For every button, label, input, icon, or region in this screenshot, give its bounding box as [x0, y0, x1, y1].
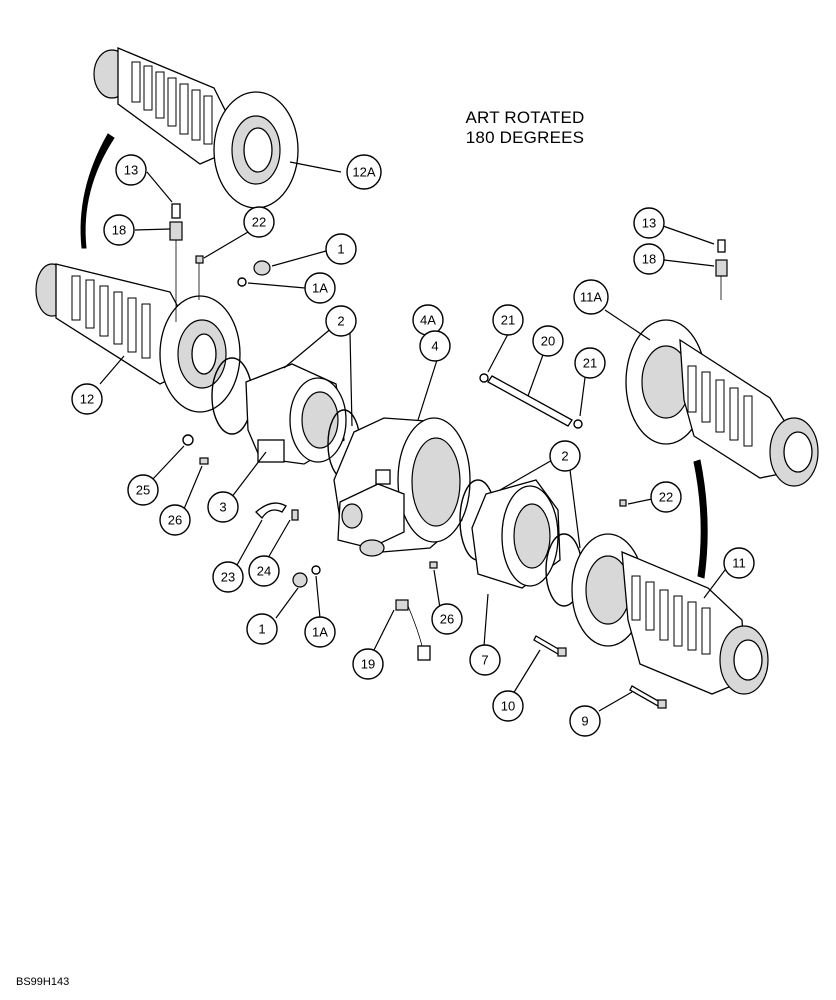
axle-housing-11a — [625, 319, 819, 487]
svg-text:26: 26 — [440, 612, 454, 627]
axle-housing-11 — [571, 533, 769, 695]
callout-13-left: 13 — [115, 154, 147, 186]
svg-text:13: 13 — [642, 216, 656, 231]
bolt-9 — [629, 685, 667, 709]
svg-text:11: 11 — [732, 556, 746, 571]
plug-22-right — [619, 499, 627, 507]
svg-text:19: 19 — [361, 657, 375, 672]
svg-text:12A: 12A — [352, 165, 375, 180]
callout-7: 7 — [469, 644, 501, 676]
svg-text:1A: 1A — [312, 281, 328, 296]
callout-1-top: 1 — [325, 233, 357, 265]
svg-text:26: 26 — [168, 513, 182, 528]
callout-12a: 12A — [346, 154, 382, 190]
callout-2-left: 2 — [325, 305, 357, 337]
svg-text:22: 22 — [252, 215, 266, 230]
svg-text:24: 24 — [257, 564, 271, 579]
shaft-20 — [487, 375, 573, 427]
callout-26-right: 26 — [431, 603, 463, 635]
svg-text:9: 9 — [581, 714, 588, 729]
callout-22-right: 22 — [650, 481, 682, 513]
svg-text:2: 2 — [561, 449, 568, 464]
rotation-arrow-right — [693, 459, 708, 579]
callout-24: 24 — [248, 555, 280, 587]
svg-text:20: 20 — [541, 334, 555, 349]
svg-text:3: 3 — [219, 500, 226, 515]
svg-text:4A: 4A — [420, 313, 436, 328]
rotation-note-line2: 180 DEGREES — [465, 128, 585, 147]
callout-2-right: 2 — [549, 440, 581, 472]
callout-12: 12 — [71, 383, 103, 415]
figure-id: BS99H143 — [16, 976, 70, 988]
plug-22-left — [195, 255, 204, 300]
callout-9: 9 — [569, 705, 601, 737]
brake-housing-3 — [211, 357, 347, 465]
callout-11a: 11A — [573, 279, 609, 315]
svg-text:13: 13 — [124, 163, 138, 178]
rotation-note-line1: ART ROTATED — [465, 108, 585, 127]
bolt-10 — [533, 635, 567, 657]
callout-21-right: 21 — [574, 347, 606, 379]
callout-19: 19 — [352, 648, 384, 680]
differential-housing-4 — [333, 417, 471, 557]
svg-text:22: 22 — [659, 490, 673, 505]
svg-text:1: 1 — [337, 242, 344, 257]
svg-text:25: 25 — [136, 483, 150, 498]
svg-text:7: 7 — [481, 653, 488, 668]
callout-1a-bottom: 1A — [304, 616, 336, 648]
plug-1-top — [253, 260, 271, 276]
svg-text:21: 21 — [501, 313, 515, 328]
svg-text:1: 1 — [258, 622, 265, 637]
callout-1a-top: 1A — [304, 272, 336, 304]
plug-1-bottom — [292, 572, 308, 588]
bolt-26-left — [199, 457, 209, 465]
screw-24 — [291, 509, 299, 521]
callout-10: 10 — [492, 690, 524, 722]
svg-text:21: 21 — [583, 356, 597, 371]
oring-1a-bottom — [311, 565, 321, 575]
breather-13-left — [169, 203, 183, 322]
callout-4a: 4A — [412, 304, 444, 336]
oring-25 — [182, 434, 194, 446]
callout-18-right: 18 — [633, 243, 665, 275]
svg-text:2: 2 — [337, 314, 344, 329]
svg-text:23: 23 — [221, 570, 235, 585]
svg-text:4: 4 — [431, 339, 438, 354]
svg-text:10: 10 — [501, 699, 515, 714]
sensor-19 — [395, 599, 431, 661]
oring-21-left — [479, 373, 489, 383]
oring-21-right — [573, 419, 583, 429]
callout-22-left: 22 — [243, 206, 275, 238]
callout-25: 25 — [127, 474, 159, 506]
callout-4: 4 — [419, 330, 451, 362]
brake-housing-7 — [471, 479, 561, 589]
callout-3: 3 — [207, 491, 239, 523]
rotation-arrow-left — [80, 133, 115, 249]
bolt-26-right — [429, 561, 438, 569]
callout-26-left: 26 — [159, 504, 191, 536]
breather-13-right — [715, 239, 728, 300]
callout-20: 20 — [532, 325, 564, 357]
callout-11: 11 — [723, 547, 755, 579]
svg-text:18: 18 — [642, 252, 656, 267]
oring-1a-top — [237, 277, 247, 287]
callout-13-right: 13 — [633, 207, 665, 239]
bracket-23 — [255, 502, 287, 520]
axle-housing-12a — [93, 47, 299, 209]
callout-21-left: 21 — [492, 304, 524, 336]
svg-text:12: 12 — [80, 392, 94, 407]
axle-housing-12 — [35, 263, 241, 413]
leader-lines — [99, 161, 729, 712]
callout-1-bottom: 1 — [246, 613, 278, 645]
rotation-note: ART ROTATED 180 DEGREES — [440, 108, 610, 148]
callout-23: 23 — [212, 561, 244, 593]
callout-18-left: 18 — [103, 214, 135, 246]
svg-text:18: 18 — [112, 223, 126, 238]
svg-text:1A: 1A — [312, 625, 328, 640]
svg-text:11A: 11A — [580, 290, 602, 305]
